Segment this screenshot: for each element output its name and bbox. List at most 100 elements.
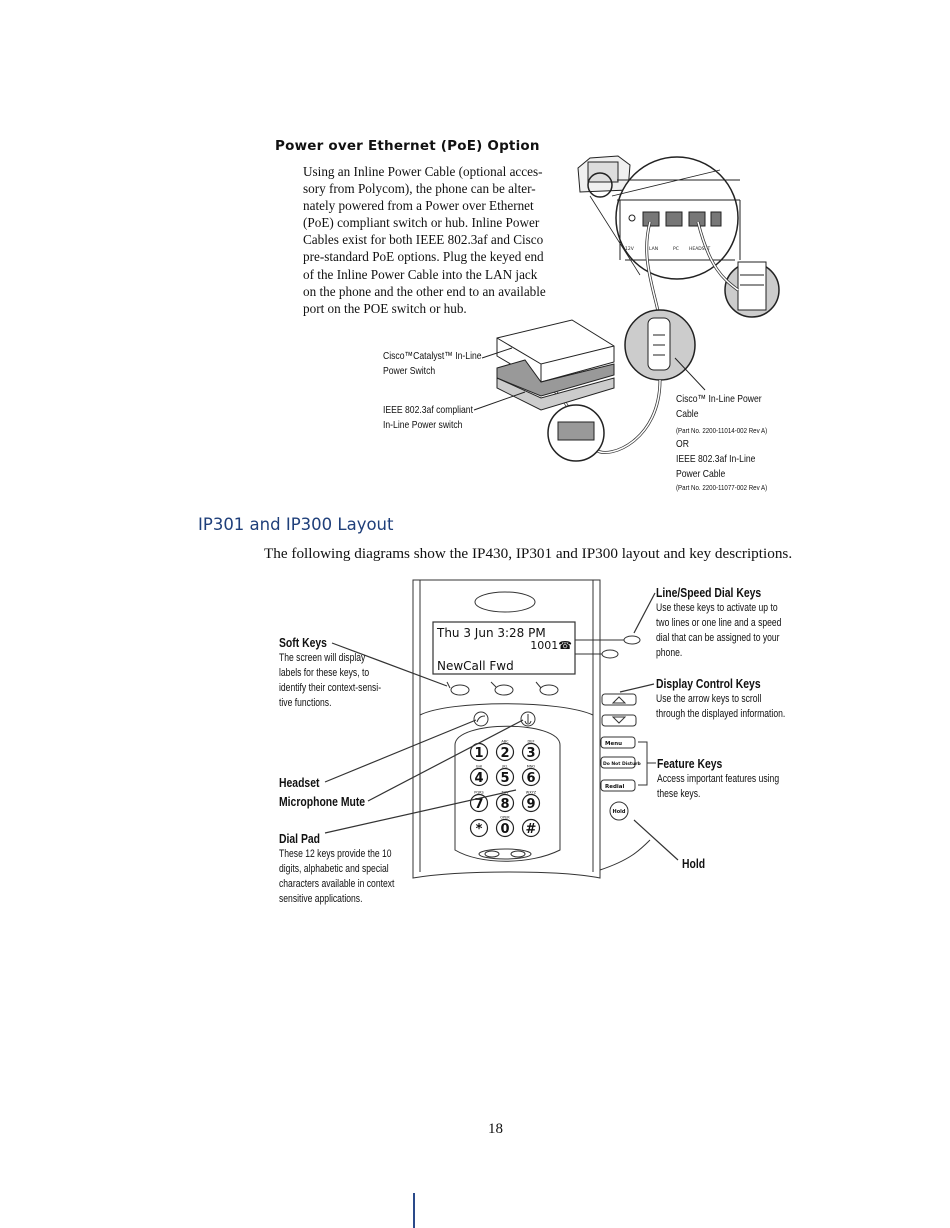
display-line-2: 1001☎ [530, 639, 572, 652]
redial-key[interactable] [600, 779, 636, 792]
dial-key-6[interactable] [521, 767, 541, 787]
dial-key-3[interactable] [521, 742, 541, 762]
display-keys-callout: Display Control Keys Use the arrow keys … [656, 675, 822, 722]
poe-body-line: of the Inline Power Cable into the LAN j… [303, 266, 538, 282]
label-line: Cable [676, 408, 699, 420]
display-line-3: NewCall Fwd [437, 659, 514, 673]
line-key-1[interactable] [623, 635, 641, 645]
speaker-grille [474, 591, 536, 613]
dial-key-number: # [526, 822, 537, 837]
dnd-key-label: Do Not Disturb [603, 761, 641, 767]
soft-key-3[interactable] [539, 684, 559, 696]
mic-mute-callout: Microphone Mute [279, 794, 366, 809]
cisco-switch-label: Cisco™Catalyst™ In-Line Power Switch [383, 349, 482, 379]
dial-key-0[interactable] [495, 818, 515, 838]
poe-wiring-illustration: 12V LAN PC HEADSET [473, 155, 780, 462]
callout-desc-line: characters available in context [279, 878, 395, 890]
dial-key-2[interactable] [495, 742, 515, 762]
cisco-part-number: (Part No. 2200-11014-002 Rev A) [676, 426, 768, 435]
dial-key-number: 9 [526, 797, 535, 812]
dial-key-number: 4 [474, 771, 483, 786]
dial-key-letters: MNO [527, 765, 536, 769]
soft-key-2[interactable] [494, 684, 514, 696]
label-line: Cisco™Catalyst™ In-Line [383, 350, 482, 362]
menu-key[interactable] [600, 736, 636, 749]
hold-key[interactable] [609, 801, 629, 821]
callout-desc-line: phone. [656, 647, 683, 659]
port-label: LAN [649, 246, 658, 252]
phone-ports-magnifier [615, 156, 741, 280]
page-margin-rule [413, 1193, 415, 1228]
callout-title: Soft Keys [279, 635, 327, 650]
port-label: 12V [625, 246, 635, 252]
dial-key-number: 6 [526, 771, 535, 786]
dial-key-letters: ABC [501, 740, 509, 744]
dial-key-letters: DEF [528, 740, 535, 744]
scroll-down-key[interactable] [601, 714, 637, 727]
callout-desc-line: two lines or one line and a speed [656, 617, 782, 629]
phone-layout-illustration: Thu 3 Jun 3:28 PM 1001☎ NewCall Fwd 1 2 AB… [324, 579, 679, 879]
callout-desc-line: These 12 keys provide the 10 [279, 848, 392, 860]
callout-title: Display Control Keys [656, 676, 761, 691]
poe-body-line: nately powered from a Power over Etherne… [303, 198, 534, 214]
line-keys-callout: Line/Speed Dial Keys Use these keys to a… [656, 584, 817, 661]
poe-body-line: Using an Inline Power Cable (optional ac… [303, 164, 543, 179]
display-line-1: Thu 3 Jun 3:28 PM [436, 626, 546, 640]
dial-key-letters: GHI [476, 765, 482, 769]
section-intro: The following diagrams show the IP430, I… [264, 545, 793, 562]
switch-port-magnifier [547, 404, 605, 462]
callout-desc-line: these keys. [657, 788, 701, 800]
poe-body-paragraph: Using an Inline Power Cable (optional ac… [303, 163, 565, 317]
callout-desc-line: identify their context-sensi- [279, 682, 382, 694]
ieee-switch-drawing [496, 359, 615, 411]
menu-key-label: Menu [605, 741, 622, 747]
label-line: IEEE 802.3af In-Line [676, 453, 756, 465]
headset-callout: Headset [279, 775, 320, 790]
hold-callout: Hold [682, 856, 706, 871]
line-key-2[interactable] [601, 649, 619, 659]
poe-body-line: Cables exist for both IEEE 802.3af and C… [303, 232, 544, 248]
callout-title: Line/Speed Dial Keys [656, 585, 762, 600]
dial-key-number: 5 [500, 771, 509, 786]
poe-body-line: (PoE) compliant switch or hub. Inline Po… [303, 215, 540, 231]
callout-desc-line: Use these keys to activate up to [656, 602, 778, 614]
scroll-up-key[interactable] [601, 693, 637, 706]
callout-desc-line: tive functions. [279, 697, 332, 709]
dial-key-star[interactable] [469, 818, 489, 838]
cable-labels: Cisco™ In-Line Power Cable (Part No. 220… [676, 392, 787, 494]
callout-desc-line: Use the arrow keys to scroll [656, 693, 762, 705]
label-line: IEEE 802.3af compliant [383, 404, 473, 416]
dial-key-number: 0 [500, 822, 509, 837]
dial-key-number: 2 [500, 746, 509, 761]
dial-key-letters: PQRS [474, 791, 484, 795]
soft-keys-callout: Soft Keys The screen will display labels… [279, 634, 410, 711]
port-label: HEADSET [689, 246, 710, 252]
dial-key-9[interactable] [521, 793, 541, 813]
dial-key-letters: WXYZ [526, 791, 537, 795]
ieee-part-number: (Part No. 2200-11077-002 Rev A) [676, 483, 768, 492]
headset-key[interactable] [473, 711, 489, 727]
soft-key-1[interactable] [450, 684, 470, 696]
label-line: In-Line Power switch [383, 419, 463, 431]
callout-desc-line: labels for these keys, to [279, 667, 370, 679]
callout-desc-line: Access important features using [657, 773, 780, 785]
poe-heading: Power over Ethernet (PoE) Option [275, 138, 540, 154]
poe-body-line: sory from Polycom), the phone can be alt… [303, 181, 536, 197]
dnd-key[interactable] [600, 756, 636, 769]
dial-key-letters: JKL [501, 765, 507, 769]
callout-desc-line: through the displayed information. [656, 708, 786, 720]
callout-desc-line: digits, alphabetic and special [279, 863, 389, 875]
dial-key-8[interactable] [495, 793, 515, 813]
dial-key-number: 8 [500, 797, 509, 812]
poe-body-line: on the phone and the other end to an ava… [303, 283, 546, 299]
poe-body-line: port on the POE switch or hub. [303, 300, 467, 316]
dial-key-5[interactable] [495, 767, 515, 787]
dial-key-4[interactable] [469, 767, 489, 787]
label-line: Power Cable [676, 468, 726, 480]
page-number: 18 [488, 1121, 503, 1137]
dial-key-number: 1 [474, 746, 483, 761]
feature-keys-callout: Feature Keys Access important features u… [657, 755, 814, 802]
redial-key-label: Redial [605, 784, 624, 790]
dial-key-pound[interactable] [521, 818, 541, 838]
